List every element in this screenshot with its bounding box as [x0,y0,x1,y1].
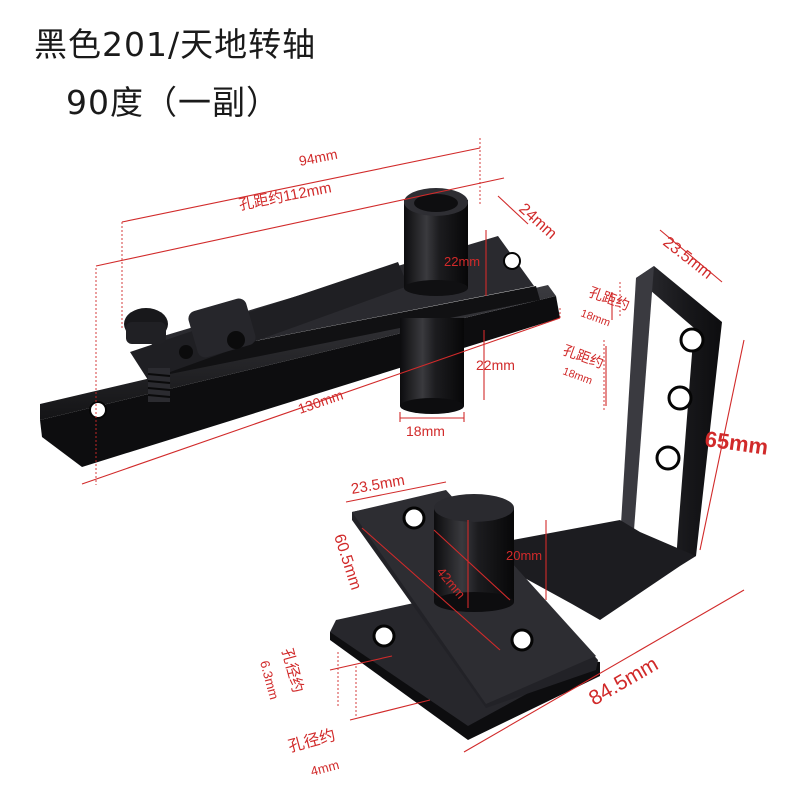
upper-pivot-hinge [40,188,560,467]
dimension-lines [81,138,745,753]
bracket-horizontal-arm [470,520,696,620]
upper-pin [404,280,468,296]
lower-pin-top [434,494,514,522]
product-title: 黑色201/天地转轴 [34,25,317,64]
bracket-hole [679,327,705,353]
dim-hole-diameter-a-label: 孔径约 [278,647,306,695]
dim-top-width: 24mm [515,200,559,242]
bracket-hole [667,385,693,411]
base-hole [402,506,426,530]
dim-hole-diameter-b-label: 孔径约 [286,726,337,756]
dim-pin-diameter: 20mm [506,548,542,563]
lower-pin [434,592,514,612]
dim-hole-spacing-a-label: 孔距约 [587,284,632,313]
dim-hole-diameter-b-value: 4mm [309,757,341,779]
dim-base-width: 23.5mm [350,472,406,498]
arm-rivet [179,345,193,359]
bracket-vertical-edge [620,266,654,540]
dim-bracket-height: 65mm [703,426,769,460]
base-hole [372,624,396,648]
dim-bracket-width: 23.5mm [660,234,716,283]
dim-hole-spacing-b-value: 18mm [561,366,594,388]
dim-hole-spacing-a-value: 18mm [579,308,612,330]
lower-pivot-hinge [330,266,722,740]
dim-hole-spacing: 孔距约112mm [238,179,333,214]
adjust-knob [126,322,166,344]
dim-upper-boss: 22mm [476,357,515,373]
upper-pin-top [414,194,458,212]
arm-rivet [227,331,245,349]
base-hole [510,628,534,652]
bracket-hole [655,445,681,471]
dim-boss-diameter: 18mm [406,423,445,439]
upper-top-plate-edge [158,286,540,376]
dim-base-length: 60.5mm [330,532,364,592]
dim-top-length: 94mm [298,146,339,169]
dim-pin-height: 22mm [444,254,480,269]
product-subtitle: 90度（一副） [66,83,280,122]
dim-hole-diameter-a-value: 6.3mm [257,659,282,701]
plate-hole [503,252,521,270]
lower-boss [400,398,464,414]
lower-pin [434,508,514,602]
plate-hole [89,401,107,419]
